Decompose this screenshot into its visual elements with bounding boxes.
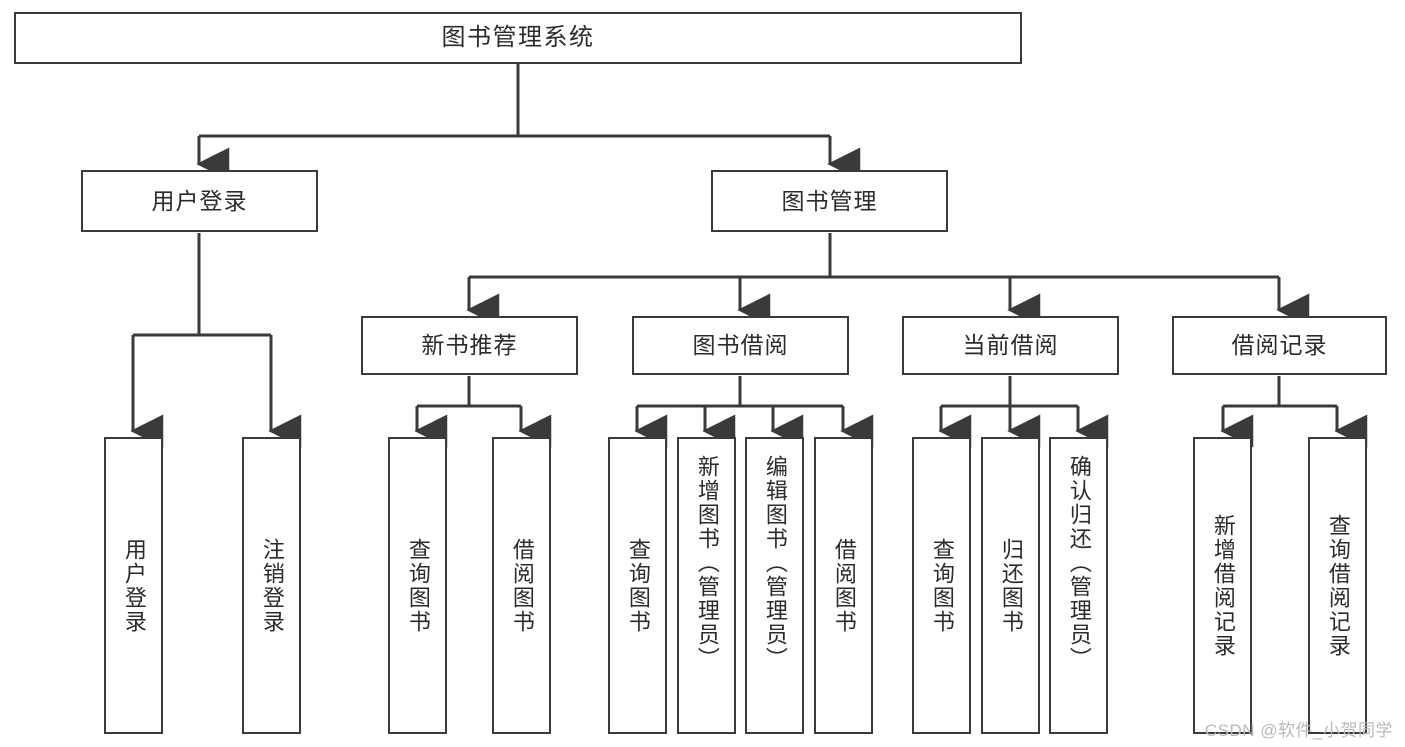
node-label: 借阅图书 (509, 537, 535, 634)
node-leaf-borrow-books[interactable]: 借阅图书 (814, 437, 873, 734)
node-label: 借阅记录 (1231, 332, 1328, 359)
node-book-management[interactable]: 图书管理 (711, 170, 948, 232)
node-leaf-query-books-borrow[interactable]: 查询图书 (608, 437, 667, 734)
node-label: 新增借阅记录 (1210, 513, 1236, 658)
node-label: 新增图书（管理员） (694, 455, 720, 671)
node-label: 新书推荐 (421, 332, 518, 359)
node-current-borrow[interactable]: 当前借阅 (902, 316, 1119, 375)
node-label: 查询借阅记录 (1325, 513, 1351, 658)
node-label: 查询图书 (625, 537, 651, 634)
node-label: 编辑图书（管理员） (762, 455, 788, 671)
node-label: 借阅图书 (831, 537, 857, 634)
node-leaf-add-borrow-record[interactable]: 新增借阅记录 (1193, 437, 1252, 734)
node-leaf-borrow-books-recommend[interactable]: 借阅图书 (492, 437, 551, 734)
node-leaf-edit-book-admin[interactable]: 编辑图书（管理员） (745, 437, 804, 734)
node-user-login[interactable]: 用户登录 (81, 170, 318, 232)
node-label: 图书管理 (781, 187, 878, 214)
node-leaf-return-books[interactable]: 归还图书 (981, 437, 1040, 734)
node-label: 用户登录 (121, 537, 147, 634)
node-label: 查询图书 (929, 537, 955, 634)
node-label: 注销登录 (259, 537, 285, 634)
node-new-book-recommend[interactable]: 新书推荐 (361, 316, 578, 375)
node-book-borrow[interactable]: 图书借阅 (632, 316, 849, 375)
node-leaf-confirm-return-admin[interactable]: 确认归还（管理员） (1049, 437, 1108, 734)
node-label: 确认归还（管理员） (1066, 455, 1092, 671)
node-label: 查询图书 (405, 537, 431, 634)
node-label: 当前借阅 (962, 332, 1059, 359)
node-leaf-logout[interactable]: 注销登录 (242, 437, 301, 734)
node-leaf-query-books-current[interactable]: 查询图书 (912, 437, 971, 734)
node-label: 用户登录 (151, 187, 248, 214)
node-leaf-query-borrow-record[interactable]: 查询借阅记录 (1308, 437, 1367, 734)
node-label: 图书管理系统 (441, 24, 595, 52)
node-borrow-records[interactable]: 借阅记录 (1172, 316, 1387, 375)
node-leaf-user-login[interactable]: 用户登录 (104, 437, 163, 734)
node-leaf-query-books-recommend[interactable]: 查询图书 (388, 437, 447, 734)
node-root-system[interactable]: 图书管理系统 (14, 12, 1022, 64)
watermark-text: CSDN @软件_小贺同学 (1204, 721, 1393, 740)
node-leaf-add-book-admin[interactable]: 新增图书（管理员） (677, 437, 736, 734)
node-label: 归还图书 (998, 537, 1024, 634)
node-label: 图书借阅 (692, 332, 789, 359)
